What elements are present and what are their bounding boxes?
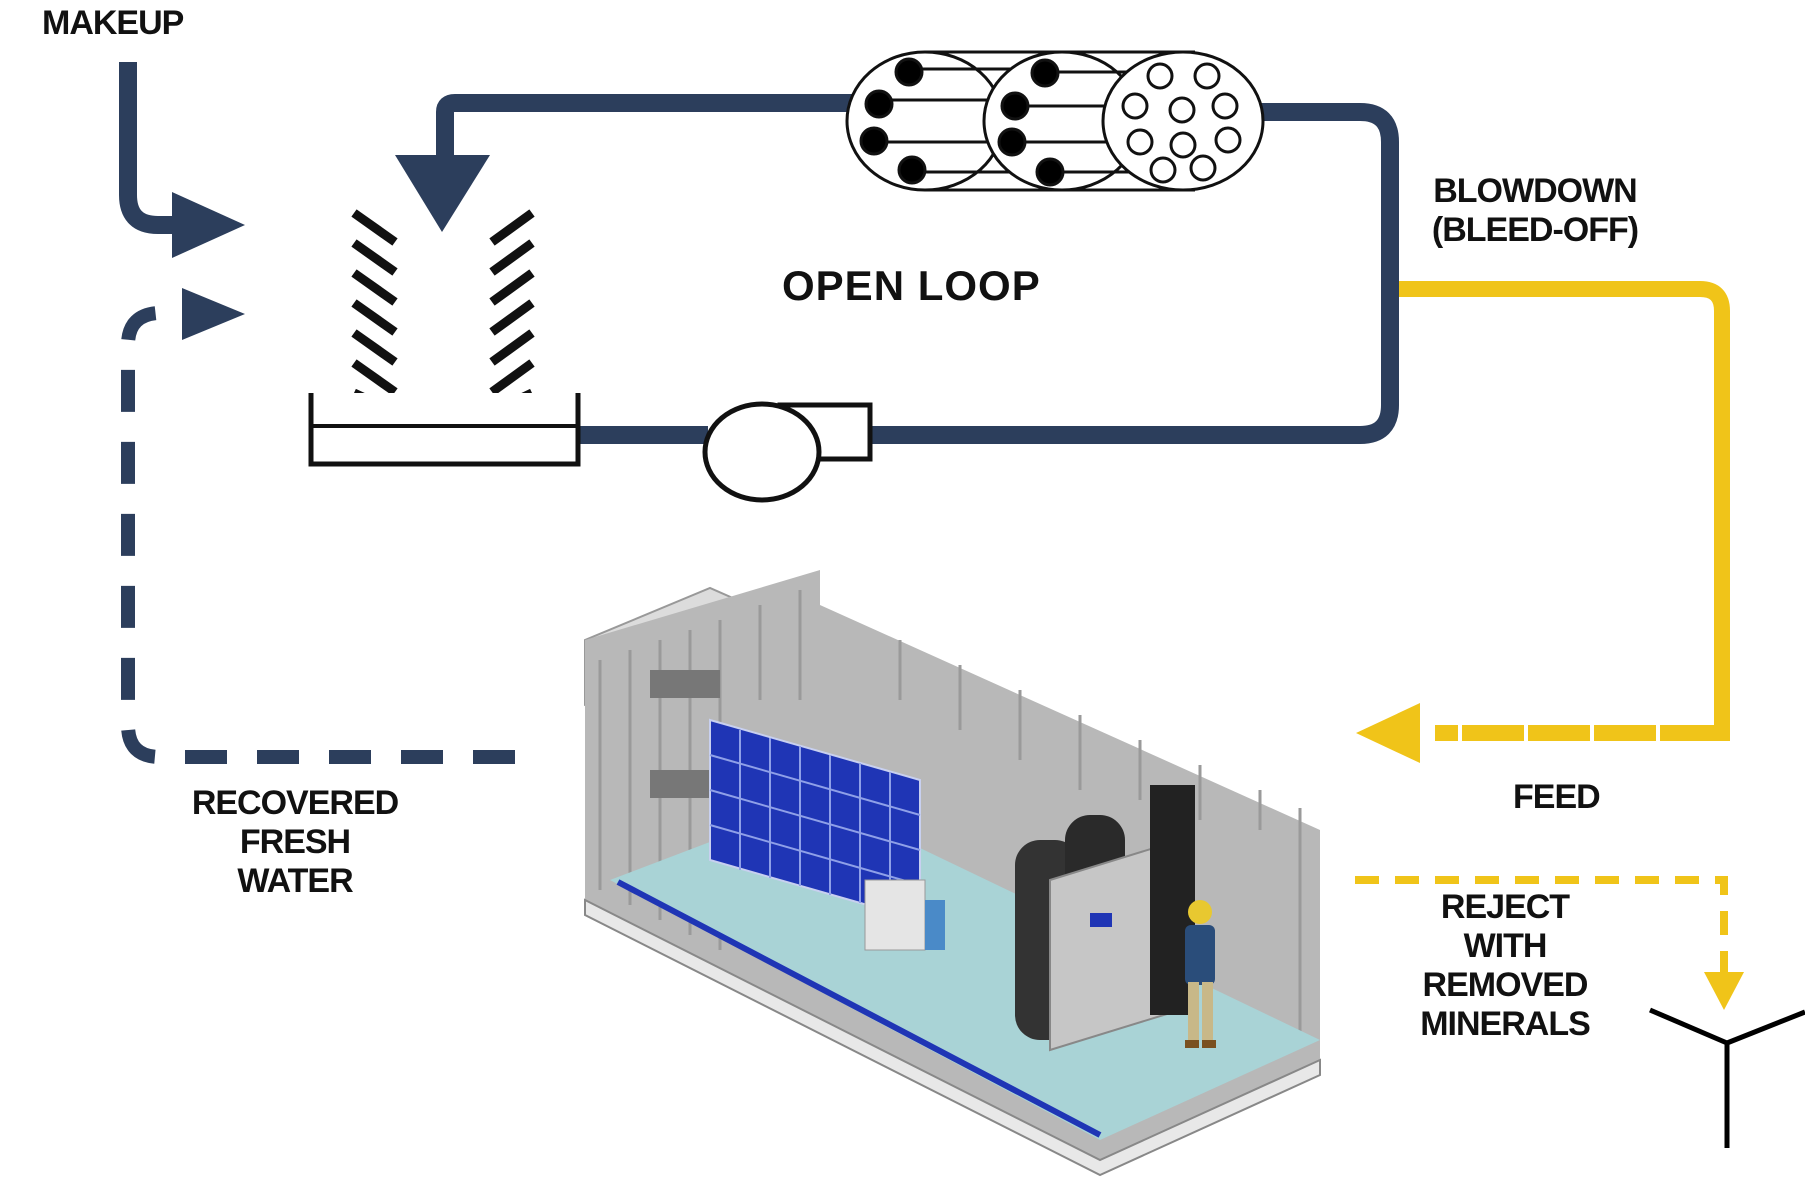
makeup-label: MAKEUP [42,4,184,42]
recovered-label-line2: FRESH [239,823,351,862]
reject-label-line1: REJECT [1440,888,1570,926]
reject-label-line2: WITH [1463,927,1548,966]
open-loop-line-right [865,103,1399,444]
recovered-label-line1: RECOVERED [191,784,399,822]
feed-arrow [1356,703,1420,763]
makeup-arrow [172,192,245,258]
reject-arrow [1704,972,1744,1010]
wall-vent-top [650,670,720,698]
reject-label: REJECT WITH REMOVED MINERALS [1380,888,1630,1044]
recovered-label-line3: WATER [237,862,353,901]
recovered-water-arrow [182,288,245,340]
makeup-line [119,62,180,234]
recovered-fresh-water-label: RECOVERED FRESH WATER [160,784,430,901]
treatment-container [584,570,1321,1177]
blowdown-line [1399,281,1730,741]
feed-label: FEED [1513,778,1601,816]
blowdown-label-line1: BLOWDOWN [1433,172,1638,210]
container-floor [610,800,1320,1140]
cartridge-filter [925,900,945,950]
chemical-tank [864,879,926,951]
pump-icon [702,401,873,503]
reject-label-line3: REMOVED [1422,966,1589,1005]
cooling-tower-icon [308,209,581,467]
recovered-water-line [121,306,515,764]
open-loop-inlet-arrow [395,155,490,232]
reject-label-line4: MINERALS [1420,1005,1591,1044]
blowdown-label-line2: (BLEED-OFF) [1431,211,1639,250]
reject-line [1355,876,1728,975]
blowdown-label: BLOWDOWN (BLEED-OFF) [1410,172,1660,250]
worker-figure [1185,900,1216,1048]
heat-exchanger-icon [845,50,1265,192]
wall-vent-bottom [650,770,720,798]
open-loop-label: OPEN LOOP [782,262,1041,309]
open-loop-line-top [436,94,870,210]
drain-icon [1649,1007,1805,1148]
